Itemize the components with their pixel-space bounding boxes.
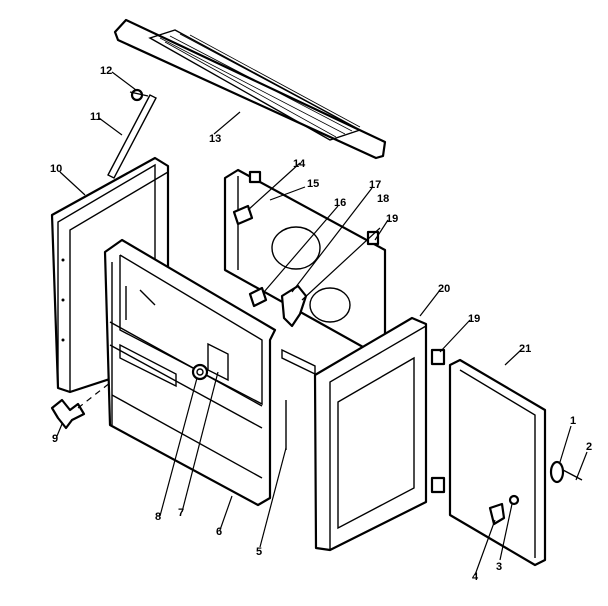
front-panel [103, 238, 277, 507]
callout-18: 18 [377, 193, 389, 205]
hinges [430, 348, 446, 494]
callout-21: 21 [519, 343, 531, 355]
door-knob [549, 460, 583, 484]
callout-4: 4 [472, 571, 479, 583]
callout-17: 17 [369, 179, 381, 191]
callout-6: 6 [216, 526, 222, 538]
callout-11: 11 [90, 111, 102, 123]
door-frame [313, 316, 428, 552]
callout-labels: 1 2 3 4 5 6 7 8 9 10 11 12 13 14 15 16 1… [50, 65, 592, 583]
callout-3: 3 [496, 561, 502, 573]
callout-7: 7 [178, 507, 184, 519]
mounting-clips [232, 204, 308, 328]
callout-16: 16 [334, 197, 346, 209]
callout-13: 13 [209, 133, 221, 145]
callout-19-top: 19 [386, 213, 398, 225]
callout-5: 5 [256, 546, 262, 558]
callout-20: 20 [438, 283, 450, 295]
top-lid [113, 18, 387, 160]
callout-1: 1 [570, 415, 576, 427]
callout-19-right: 19 [468, 313, 480, 325]
callout-10: 10 [50, 163, 62, 175]
glass-door [448, 358, 547, 567]
callout-9: 9 [52, 433, 58, 445]
callout-14: 14 [293, 158, 306, 170]
callout-8: 8 [155, 511, 161, 523]
callout-15: 15 [307, 178, 319, 190]
callout-2: 2 [586, 441, 592, 453]
leader-lines [56, 71, 588, 576]
support-rod [107, 88, 157, 179]
latch [488, 494, 520, 526]
callout-12: 12 [100, 65, 112, 77]
